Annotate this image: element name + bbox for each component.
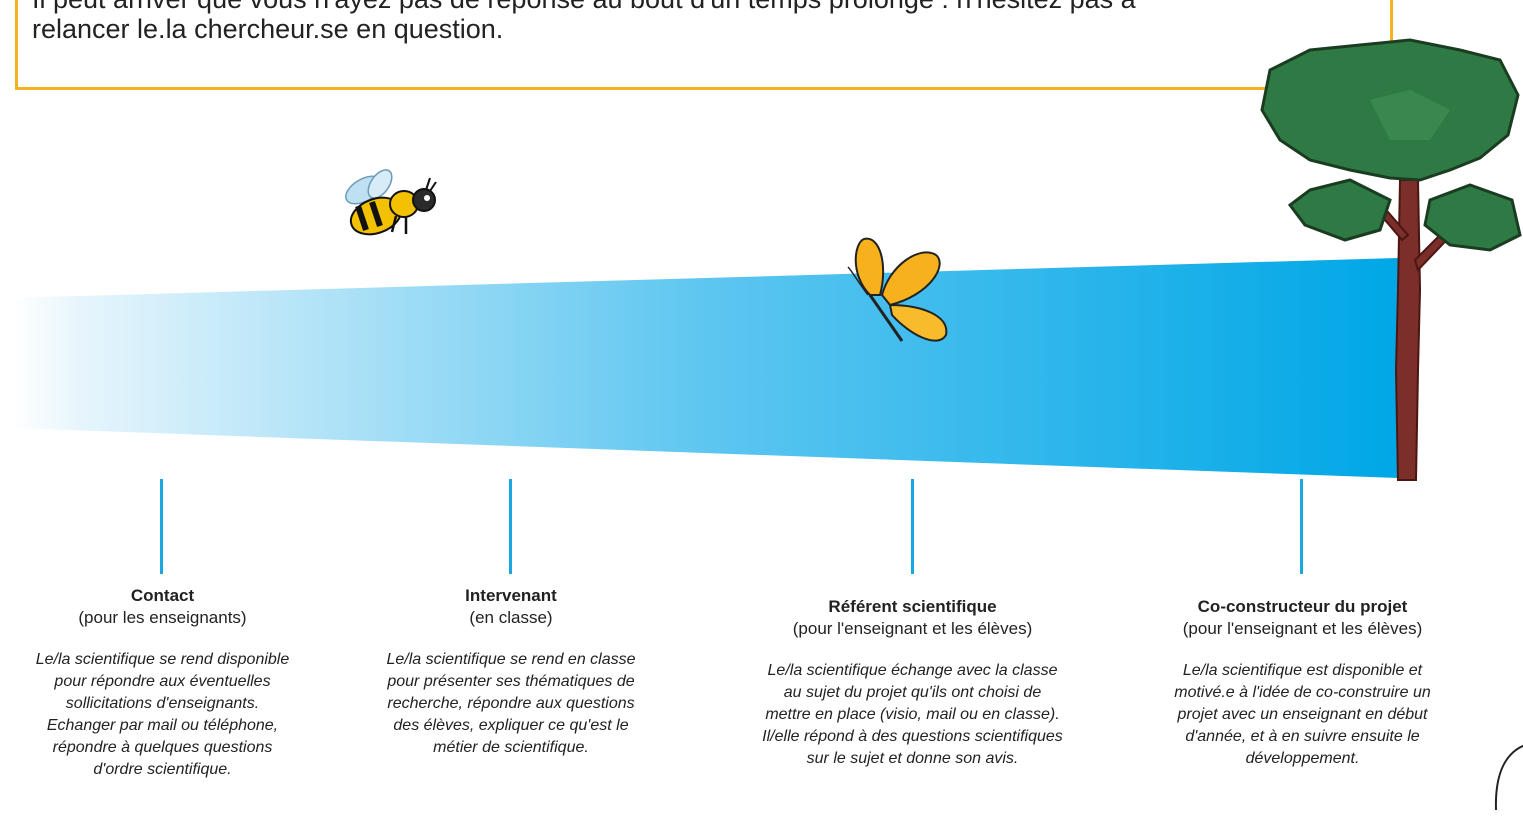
page-corner-circle — [1494, 744, 1523, 811]
tick-referent — [911, 479, 914, 574]
column-description: Le/la scientifique se rend en classe pou… — [386, 651, 636, 756]
column-subtitle: (pour l'enseignant et les élèves) — [792, 619, 1033, 638]
column-description: Le/la scientifique est disponible et mot… — [1174, 662, 1431, 767]
tick-intervenant — [509, 479, 512, 574]
column-contact: Contact (pour les enseignants) Le/la sci… — [30, 585, 295, 781]
butterfly-illustration — [847, 237, 948, 342]
intro-box — [15, 0, 1393, 90]
tick-co-constructeur — [1300, 479, 1303, 574]
column-title: Co-constructeur du projet — [1197, 597, 1408, 616]
intro-text-line: relancer le.la chercheur.se en question. — [32, 14, 504, 44]
column-subtitle: (en classe) — [469, 608, 553, 627]
column-subtitle: (pour les enseignants) — [78, 608, 247, 627]
column-title: Référent scientifique — [828, 597, 997, 616]
column-referent: Référent scientifique (pour l'enseignant… — [760, 596, 1065, 770]
bee-illustration — [345, 169, 437, 236]
column-title: Contact — [130, 586, 195, 605]
column-title: Intervenant — [465, 586, 557, 605]
column-description: Le/la scientifique se rend disponible po… — [35, 651, 290, 778]
intro-text-cut: Il peut arriver que vous n'ayez pas de r… — [32, 0, 1136, 16]
column-co-constructeur: Co-constructeur du projet (pour l'enseig… — [1160, 596, 1445, 770]
column-subtitle: (pour l'enseignant et les élèves) — [1182, 619, 1423, 638]
intro-text: Il peut arriver que vous n'ayez pas de r… — [32, 0, 1136, 46]
column-intervenant: Intervenant (en classe) Le/la scientifiq… — [375, 585, 647, 759]
tree-illustration — [1260, 38, 1522, 481]
column-description: Le/la scientifique échange avec la class… — [762, 662, 1063, 767]
tick-contact — [160, 479, 163, 574]
